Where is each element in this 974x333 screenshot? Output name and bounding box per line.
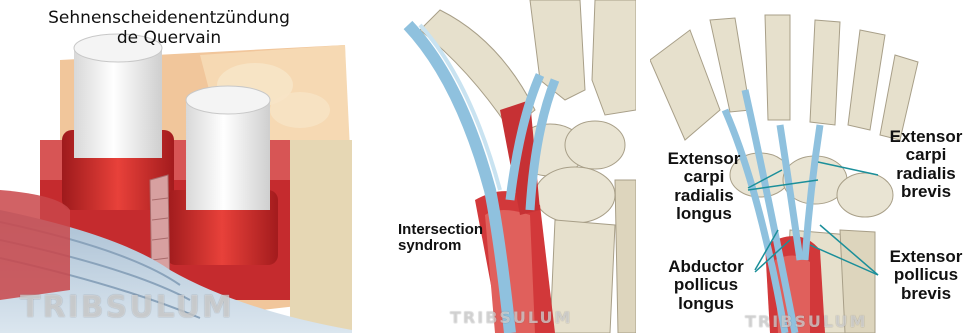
label-apl-3: longus [658,295,754,313]
label-ecrb-2: carpi [878,146,974,164]
watermark-logo: TRIBSULUM [745,312,867,331]
dequervain-illustration [0,0,352,333]
tendon-right [186,100,270,210]
title-line-1: Sehnenscheidenentzündung [24,8,314,28]
label-ecrl-3: radialis [656,187,752,205]
label-intersection-1: Intersection [398,222,483,238]
intersection-illustration [380,0,636,333]
label-ecrl-1: Extensor [656,150,752,168]
watermark-logo: TRIBSULUM [450,308,572,327]
label-ecrb-4: brevis [878,183,974,201]
label-ecrb-1: Extensor [878,128,974,146]
panel-labelled-tendons: Extensor carpi radialis longus Extensor … [650,0,974,333]
label-epb-3: brevis [878,285,974,303]
label-apl-2: pollicus [658,276,754,294]
tendon-left [74,48,162,158]
label-apl-1: Abductor [658,258,754,276]
label-ecrl-4: longus [656,205,752,223]
label-intersection-2: syndrom [398,238,483,254]
label-epb-1: Extensor [878,248,974,266]
label-ecrl-2: carpi [656,168,752,186]
label-ecrb-3: radialis [878,165,974,183]
title-line-2: de Quervain [24,28,314,48]
panel-dequervain-illustration: Sehnenscheidenentzündung de Quervain TRI… [0,0,352,333]
label-epb-2: pollicus [878,266,974,284]
watermark-logo: TRIBSULUM [20,290,234,325]
panel-intersection-illustration: Intersection syndrom TRIBSULUM [380,0,636,333]
